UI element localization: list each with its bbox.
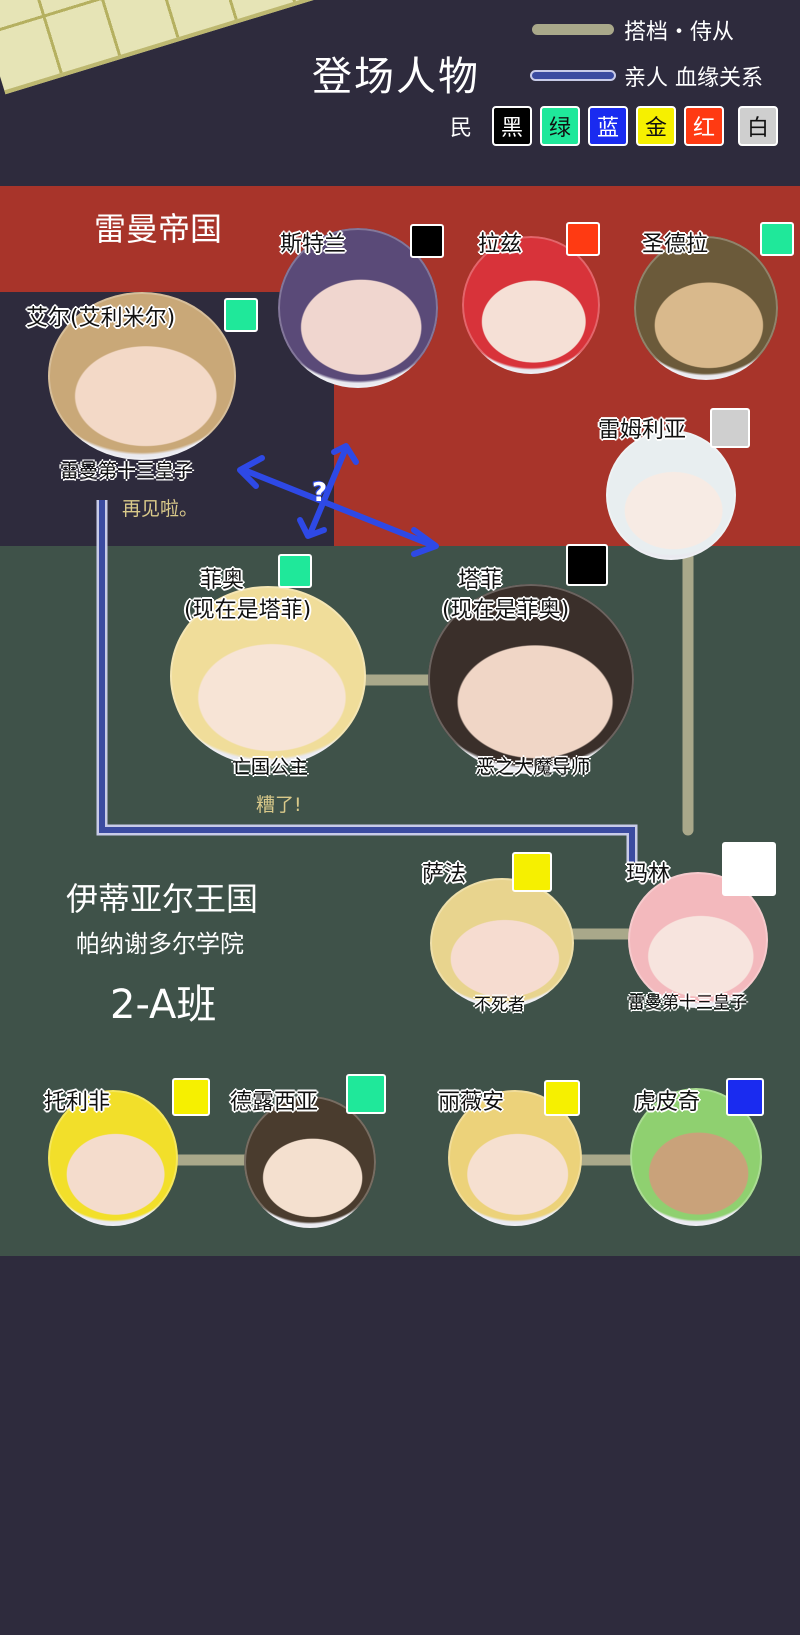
safa-color-box bbox=[512, 852, 552, 892]
page-title: 登场人物 bbox=[312, 54, 480, 100]
laz-portrait bbox=[462, 236, 600, 374]
stlan-color-box bbox=[410, 224, 444, 258]
el-tag: 雷曼第十三皇子 bbox=[60, 460, 194, 482]
element-blue-swatch: 蓝 bbox=[588, 106, 628, 146]
fio-name: 菲奥 bbox=[200, 568, 245, 593]
sandra-portrait bbox=[634, 236, 778, 380]
fio-tag: 亡国公主 bbox=[232, 756, 309, 778]
remlia-portrait bbox=[606, 430, 736, 560]
livian-name: 丽薇安 bbox=[438, 1090, 505, 1115]
hupiqi-name: 虎皮奇 bbox=[634, 1090, 701, 1115]
school-name: 帕纳谢多尔学院 bbox=[76, 930, 244, 958]
tafi-name: 塔菲 bbox=[458, 568, 503, 593]
dorothea-name: 德露西亚 bbox=[230, 1090, 319, 1115]
el-note: 再见啦。 bbox=[122, 498, 199, 520]
sandra-color-box bbox=[760, 222, 794, 256]
marin-color-box bbox=[722, 842, 776, 896]
torifi-color-box bbox=[172, 1078, 210, 1116]
fio-sub: (现在是塔菲) bbox=[184, 598, 312, 623]
legend-partner-label: 搭档・侍从 bbox=[624, 20, 735, 45]
el-name: 艾尔(艾利米尔) bbox=[26, 306, 176, 331]
safa-tag: 不死者 bbox=[474, 995, 525, 1015]
tafi-tag: 恶之大魔导师 bbox=[476, 756, 591, 778]
remlia-name: 雷姆利亚 bbox=[598, 418, 687, 443]
laz-name: 拉兹 bbox=[478, 232, 523, 257]
family-line-el-marin-inner bbox=[99, 500, 635, 862]
sandra-name: 圣德拉 bbox=[642, 232, 709, 257]
marin-tag: 雷曼第十三皇子 bbox=[628, 993, 747, 1013]
dorothea-color-box bbox=[346, 1074, 386, 1114]
remlia-color-box bbox=[710, 408, 750, 448]
safa-name: 萨法 bbox=[422, 862, 467, 887]
laz-color-box bbox=[566, 222, 600, 256]
fio-portrait bbox=[170, 586, 366, 766]
dorothea-portrait bbox=[244, 1096, 376, 1228]
swap-arrows bbox=[237, 443, 439, 557]
empire-name: 雷曼帝国 bbox=[94, 210, 223, 248]
element-black-swatch: 黑 bbox=[492, 106, 532, 146]
fio-note: 糟了! bbox=[256, 794, 302, 816]
el-portrait bbox=[48, 292, 236, 460]
element-white-swatch: 白 bbox=[738, 106, 778, 146]
torifi-name: 托利非 bbox=[44, 1090, 111, 1115]
tafi-color-box bbox=[566, 544, 608, 586]
element-green-swatch: 绿 bbox=[540, 106, 580, 146]
safa-portrait bbox=[430, 878, 574, 1008]
fio-color-box bbox=[278, 554, 312, 588]
element-label: 民 bbox=[450, 116, 473, 141]
element-red-swatch: 红 bbox=[684, 106, 724, 146]
tafi-portrait bbox=[428, 584, 634, 774]
el-color-box bbox=[224, 298, 258, 332]
stlan-name: 斯特兰 bbox=[280, 232, 347, 257]
tafi-sub: (现在是菲奥) bbox=[442, 598, 570, 623]
legend-partner-line bbox=[532, 24, 614, 35]
legend-family-line bbox=[530, 70, 616, 81]
hupiqi-color-box bbox=[726, 1078, 764, 1116]
marin-name: 玛林 bbox=[626, 862, 671, 887]
class-name: 2-A班 bbox=[110, 982, 217, 1028]
kingdom-name: 伊蒂亚尔王国 bbox=[66, 880, 259, 918]
legend-family-label: 亲人 血缘关系 bbox=[624, 66, 763, 91]
element-gold-swatch: 金 bbox=[636, 106, 676, 146]
torifi-portrait bbox=[48, 1090, 178, 1226]
relation-mark: ? bbox=[312, 478, 328, 508]
livian-color-box bbox=[544, 1080, 580, 1116]
